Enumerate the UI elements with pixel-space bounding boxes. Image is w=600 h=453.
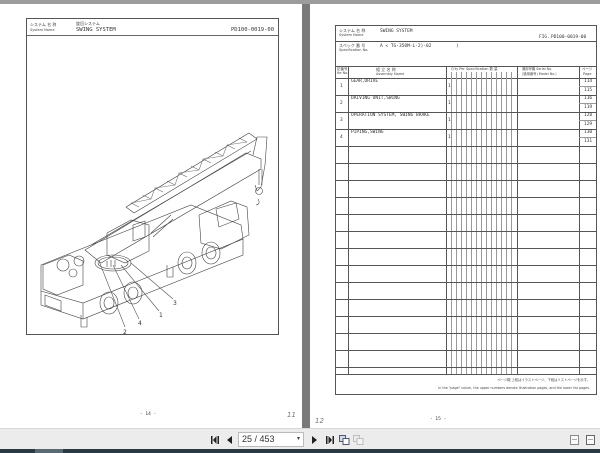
first-page-button[interactable] [210, 433, 220, 446]
spec-label-jp: スペック 番 号 [339, 43, 366, 48]
row-list-page[interactable]: 119 [584, 105, 593, 110]
next-page-icon [312, 435, 317, 444]
first-page-icon [210, 435, 219, 444]
last-page-icon [325, 435, 334, 444]
page-number-input[interactable]: 25 / 453 ▾ [238, 432, 304, 447]
col-assembly-en: Assembly Name [376, 72, 405, 76]
col-item-no-en: Ite No. [337, 71, 349, 75]
page-gutter [302, 0, 310, 428]
system-name-jp: 旋回システム [76, 21, 100, 26]
spec-suffix: ) [456, 44, 459, 49]
dropdown-caret-icon[interactable]: ▾ [296, 436, 300, 442]
table-row[interactable]: 1 GEAR,DRIVE 1 114 115 [336, 78, 596, 95]
row-illustration-page[interactable]: 130 [584, 130, 593, 135]
page-header: システム 名 称 System Name 旋回システム SWING SYSTEM… [27, 19, 278, 36]
taskbar-active-app[interactable] [35, 449, 63, 453]
row-assembly-name: GEAR,DRIVE [351, 79, 379, 84]
footer-note-jp: ページ欄 上段はイラストページ、下段はリストページを示す。 [497, 378, 590, 382]
two-page-view-button[interactable] [352, 433, 364, 446]
row-item-no: 4 [340, 135, 343, 140]
row-list-page[interactable]: 129 [584, 122, 593, 127]
system-name-en: SWING SYSTEM [76, 27, 116, 33]
callout-1: 1 [159, 312, 163, 319]
table-row[interactable]: 2 DRIVING UNIT,SWING 1 116 119 [336, 95, 596, 112]
next-page-button[interactable] [310, 433, 318, 446]
row-qty: 1 [448, 135, 451, 140]
illustration-frame: システム 名 称 System Name 旋回システム SWING SYSTEM… [26, 18, 279, 336]
table-row[interactable]: 3 OPERATION SYSTEM, SWING BRAKE 1 128 12… [336, 112, 596, 129]
fit-page-icon [585, 434, 595, 445]
row-illustration-page[interactable]: 128 [584, 113, 593, 118]
single-page-view-button[interactable] [338, 433, 350, 446]
row-illustration-page[interactable]: 116 [584, 96, 593, 101]
previous-page-icon [227, 435, 232, 444]
row-qty: 1 [448, 118, 451, 123]
last-page-button[interactable] [324, 433, 334, 446]
system-label-en: System Name [339, 33, 364, 37]
figure-number: PD100-0019-00 [230, 27, 274, 33]
row-item-no: 1 [340, 84, 343, 89]
right-page-number: - 15 - [430, 417, 447, 422]
document-viewer: システム 名 称 System Name 旋回システム SWING SYSTEM… [0, 0, 600, 428]
system-label-jp: システム 名 称 [339, 28, 366, 33]
spec-value: A < TG-350M-L-2)-02 [380, 44, 432, 49]
col-assembly-jp: 組 立 名 称 [376, 67, 396, 72]
fig-number: PD100-0019-00 [551, 35, 587, 40]
spec-label-en: Specification No. [339, 48, 369, 52]
col-serial-jp: 適用号機 Serial No. [522, 67, 553, 71]
callout-4: 4 [138, 320, 142, 327]
system-label-en: System Name [30, 28, 55, 32]
table-footer: ページ欄 上段はイラストページ、下段はリストページを示す。 In the "pa… [336, 374, 596, 394]
row-qty: 1 [448, 84, 451, 89]
table-row[interactable]: 4 PIPING,SWING 1 130 131 [336, 129, 596, 146]
fig-label: FIG. [539, 35, 550, 40]
row-assembly-name: PIPING,SWING [351, 130, 384, 135]
system-label-jp: システム 名 称 [30, 22, 57, 27]
page-layout-icon [338, 434, 349, 445]
navigation-toolbar: 25 / 453 ▾ [0, 428, 600, 449]
col-item-no-jp: 記番号 [337, 67, 348, 71]
row-assembly-name: OPERATION SYSTEM, SWING BRAKE [351, 113, 430, 118]
previous-page-button[interactable] [226, 433, 234, 446]
row-list-page[interactable]: 131 [584, 139, 593, 144]
fit-width-icon [569, 434, 579, 445]
row-item-no: 3 [340, 118, 343, 123]
col-page-jp: ページ [582, 67, 593, 71]
left-margin-mark: 11 [287, 411, 296, 419]
row-qty: 1 [448, 101, 451, 106]
page-indicator: 25 / 453 [242, 434, 275, 444]
row-list-page[interactable]: 115 [584, 88, 593, 93]
col-qty-header: Q'ty Per Specification 数 量 [451, 67, 498, 71]
fit-page-button[interactable] [585, 433, 595, 446]
system-name: SWING SYSTEM [380, 29, 413, 34]
page-right: システム 名 称 System Name SWING SYSTEM FIG. P… [310, 4, 600, 428]
row-assembly-name: DRIVING UNIT,SWING [351, 96, 400, 101]
fit-width-button[interactable] [569, 433, 579, 446]
callout-3: 3 [173, 300, 177, 307]
taskbar [0, 449, 600, 453]
page-left: システム 名 称 System Name 旋回システム SWING SYSTEM… [0, 4, 302, 428]
parts-index-table: システム 名 称 System Name SWING SYSTEM FIG. P… [335, 25, 597, 395]
row-item-no: 2 [340, 101, 343, 106]
footer-note-en: In the "page" colum, the upper numbers d… [438, 386, 590, 390]
page-layout-disabled-icon [352, 434, 363, 445]
col-page-en: Page [583, 72, 592, 76]
viewer-top-edge [0, 0, 600, 4]
col-serial-en: (適用番号) Model No.) [522, 72, 557, 76]
callout-2: 2 [123, 329, 127, 336]
left-page-number: - 14 - [140, 412, 157, 417]
right-margin-mark: 12 [315, 417, 324, 425]
crane-illustration: 2 4 1 3 [40, 132, 268, 336]
row-illustration-page[interactable]: 114 [584, 79, 593, 84]
